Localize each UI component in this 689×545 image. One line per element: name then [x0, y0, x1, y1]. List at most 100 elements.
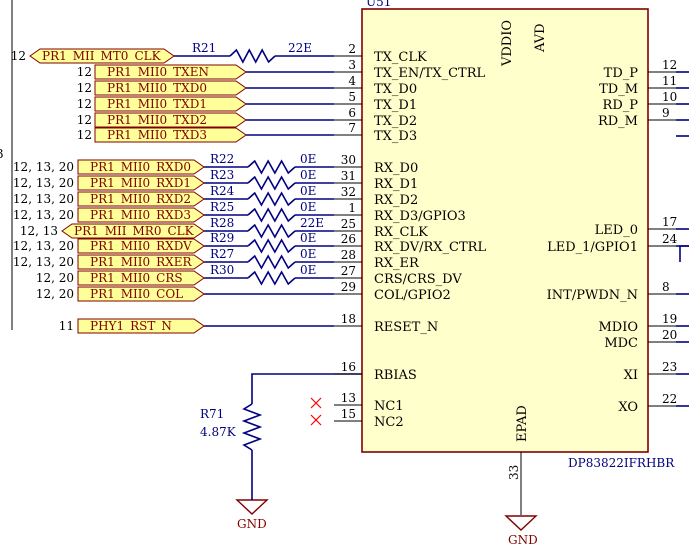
pin-name: XO [618, 400, 638, 415]
pin-name: CRS/CRS_DV [374, 272, 462, 287]
pin-number: 5 [348, 90, 356, 104]
net-name: PR1_MII0_TXD0 [107, 81, 207, 95]
sheet-reference: 12, 13, 20 [13, 255, 74, 269]
resistor-value: 0E [300, 231, 316, 245]
series-resistor: R29 0E [204, 231, 334, 254]
resistor-value: 0E [300, 184, 316, 198]
port-shape [77, 207, 205, 223]
pin-number: 26 [341, 232, 356, 246]
port-shape [77, 318, 205, 334]
sheet-zone-mark: 3 [0, 147, 4, 161]
sheet-reference: 12, 13, 20 [13, 192, 74, 206]
port-shape [77, 254, 205, 270]
gnd-label: GND [237, 517, 267, 531]
net-port-group: PR1_MII_MT0_CLK12PR1_MII0_TXEN12PR1_MII0… [11, 48, 247, 334]
port-shape [77, 159, 205, 175]
pin-number: 8 [662, 280, 670, 294]
port-shape [94, 80, 247, 96]
pin-number: 6 [348, 106, 356, 120]
port-shape [61, 223, 205, 239]
pin-name: TX_D2 [374, 114, 417, 129]
phy-chip-u51: U51 DP83822IFRHBR VDDIO AVD EPAD 33 [361, 0, 675, 515]
pin-number: 17 [662, 215, 677, 229]
pin-name: RX_D1 [374, 177, 418, 192]
partial-component-right [679, 245, 689, 262]
pin-number: 28 [341, 248, 356, 262]
pin-name: XI [624, 368, 638, 383]
port-shape [94, 96, 247, 112]
net-name: PR1_MII0_COL [90, 287, 183, 301]
pin-number: 24 [662, 232, 678, 246]
sheet-reference: 12, 20 [36, 271, 74, 285]
net-name: PR1_MII_MT0_CLK [42, 49, 162, 63]
net-port: PHY1_RST_N11 [59, 318, 205, 334]
pin-name: INT/PWDN_N [547, 288, 638, 303]
pin-name: LED_0 [595, 223, 638, 238]
net-name: PR1_MII0_CRS [90, 271, 183, 285]
chip-part-number: DP83822IFRHBR [568, 456, 675, 470]
resistor-designator: R23 [210, 168, 234, 182]
resistor-value: 4.87K [200, 425, 237, 439]
sheet-reference: 12, 13, 20 [13, 208, 74, 222]
pin-number: 16 [341, 360, 356, 374]
pin-name: RESET_N [374, 320, 438, 335]
sheet-reference: 12, 13, 20 [13, 176, 74, 190]
sheet-reference: 12 [77, 97, 92, 111]
net-name: PR1_MII0_RXER [90, 255, 192, 269]
resistor-value: 0E [300, 247, 316, 261]
pin-number: 27 [341, 264, 356, 278]
right-pin-group: TD_P12TD_M11RD_P10RD_M9LED_017LED_1/GPIO… [547, 58, 678, 415]
sheet-reference: 12 [77, 113, 92, 127]
pin-name: RX_D2 [374, 193, 418, 208]
gnd-label: GND [508, 533, 538, 545]
net-port: PR1_MII0_RXER 12, 13, 20 [13, 254, 205, 270]
resistor-designator: R25 [210, 200, 234, 214]
pin-number: 4 [348, 74, 356, 88]
sheet-reference: 12 [77, 128, 92, 142]
pin-name-epad: EPAD [515, 405, 530, 442]
net-port: PR1_MII0_TXD1 12 [77, 96, 247, 112]
sheet-reference: 12 [11, 49, 26, 63]
net-name: PHY1_RST_N [90, 319, 172, 333]
pin-name-vddio: VDDIO [500, 20, 515, 67]
net-name: PR1_MII0_RXD1 [90, 176, 191, 190]
resistor-value: 22E [288, 41, 312, 55]
port-shape [29, 48, 175, 64]
pin-name: NC2 [374, 415, 404, 430]
pin-name: RX_CLK [374, 225, 428, 240]
net-port: PR1_MII_MT0_CLK 12 [11, 48, 175, 64]
pin-number: 23 [662, 360, 677, 374]
sheet-reference: 12, 13, 20 [13, 239, 74, 253]
pin-name: NC1 [374, 399, 404, 414]
pin-name: TX_D1 [374, 98, 417, 113]
resistor-designator: R29 [210, 231, 234, 245]
pin-number: 7 [348, 121, 356, 135]
resistor-value: 0E [300, 200, 316, 214]
pin-number: 1 [348, 201, 356, 215]
net-name: PR1_MII0_TXD1 [107, 97, 207, 111]
sheet-reference: 12 [77, 65, 92, 79]
resistor-designator: R30 [210, 263, 234, 277]
sheet-reference: 12, 13 [20, 224, 58, 238]
resistor-designator: R21 [192, 41, 216, 55]
sheet-reference: 12, 20 [36, 287, 74, 301]
left-pin-group: TX_CLK2TX_EN/TX_CTRL3TX_D04TX_D15TX_D26T… [334, 42, 486, 430]
series-resistor: R21 22E [174, 41, 334, 64]
pin-number: 19 [662, 312, 677, 326]
net-port: PR1_MII0_COL 12, 20 [36, 286, 205, 302]
pin-name: TX_D3 [374, 129, 417, 144]
ground-symbol-rbias: GND [235, 499, 269, 531]
pin-number: 29 [341, 280, 356, 294]
resistor-value: 22E [300, 216, 324, 230]
pin-name: TX_CLK [374, 50, 427, 65]
pin-number: 13 [341, 391, 356, 405]
pin-name: RD_M [598, 114, 638, 129]
